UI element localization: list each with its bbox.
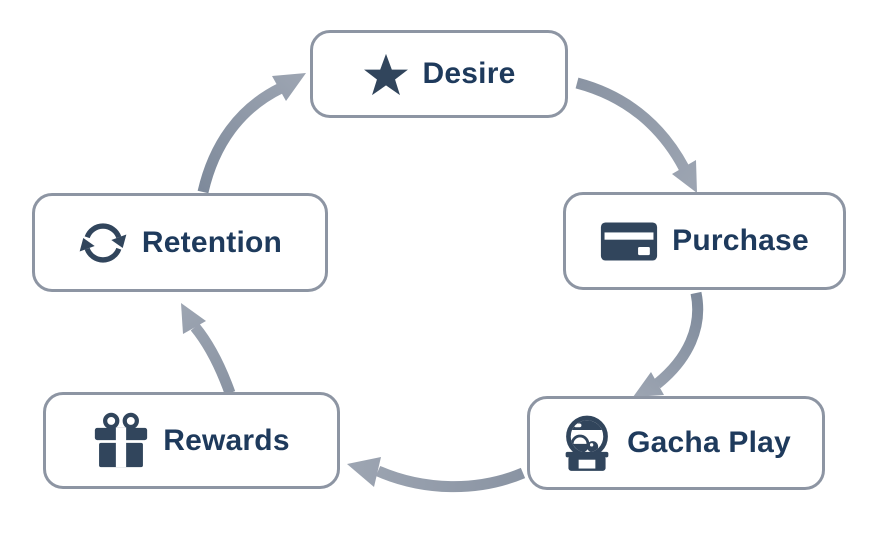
node-label-retention: Retention <box>141 225 283 259</box>
node-purchase: Purchase <box>563 192 846 290</box>
arrow-retention-to-desire <box>197 73 306 194</box>
node-label-desire: Desire <box>422 57 516 90</box>
star-icon <box>363 53 408 95</box>
node-desire: Desire <box>310 30 568 118</box>
gacha-machine-icon <box>565 415 609 471</box>
arrow-gacha-play-to-rewards <box>347 457 526 493</box>
gift-icon <box>95 412 148 467</box>
arrow-rewards-to-retention <box>181 303 236 395</box>
node-retention: Retention <box>32 193 328 292</box>
credit-card-icon <box>601 221 658 261</box>
arrow-desire-to-purchase <box>575 77 697 193</box>
arrow-purchase-to-gacha-play <box>633 291 704 397</box>
node-gacha-play: Gacha Play <box>527 396 825 490</box>
node-rewards: Rewards <box>43 392 340 489</box>
node-label-rewards: Rewards <box>163 423 290 457</box>
node-label-purchase: Purchase <box>672 224 809 257</box>
refresh-cycle-icon <box>79 222 127 263</box>
node-label-gacha-play: Gacha Play <box>627 426 791 459</box>
